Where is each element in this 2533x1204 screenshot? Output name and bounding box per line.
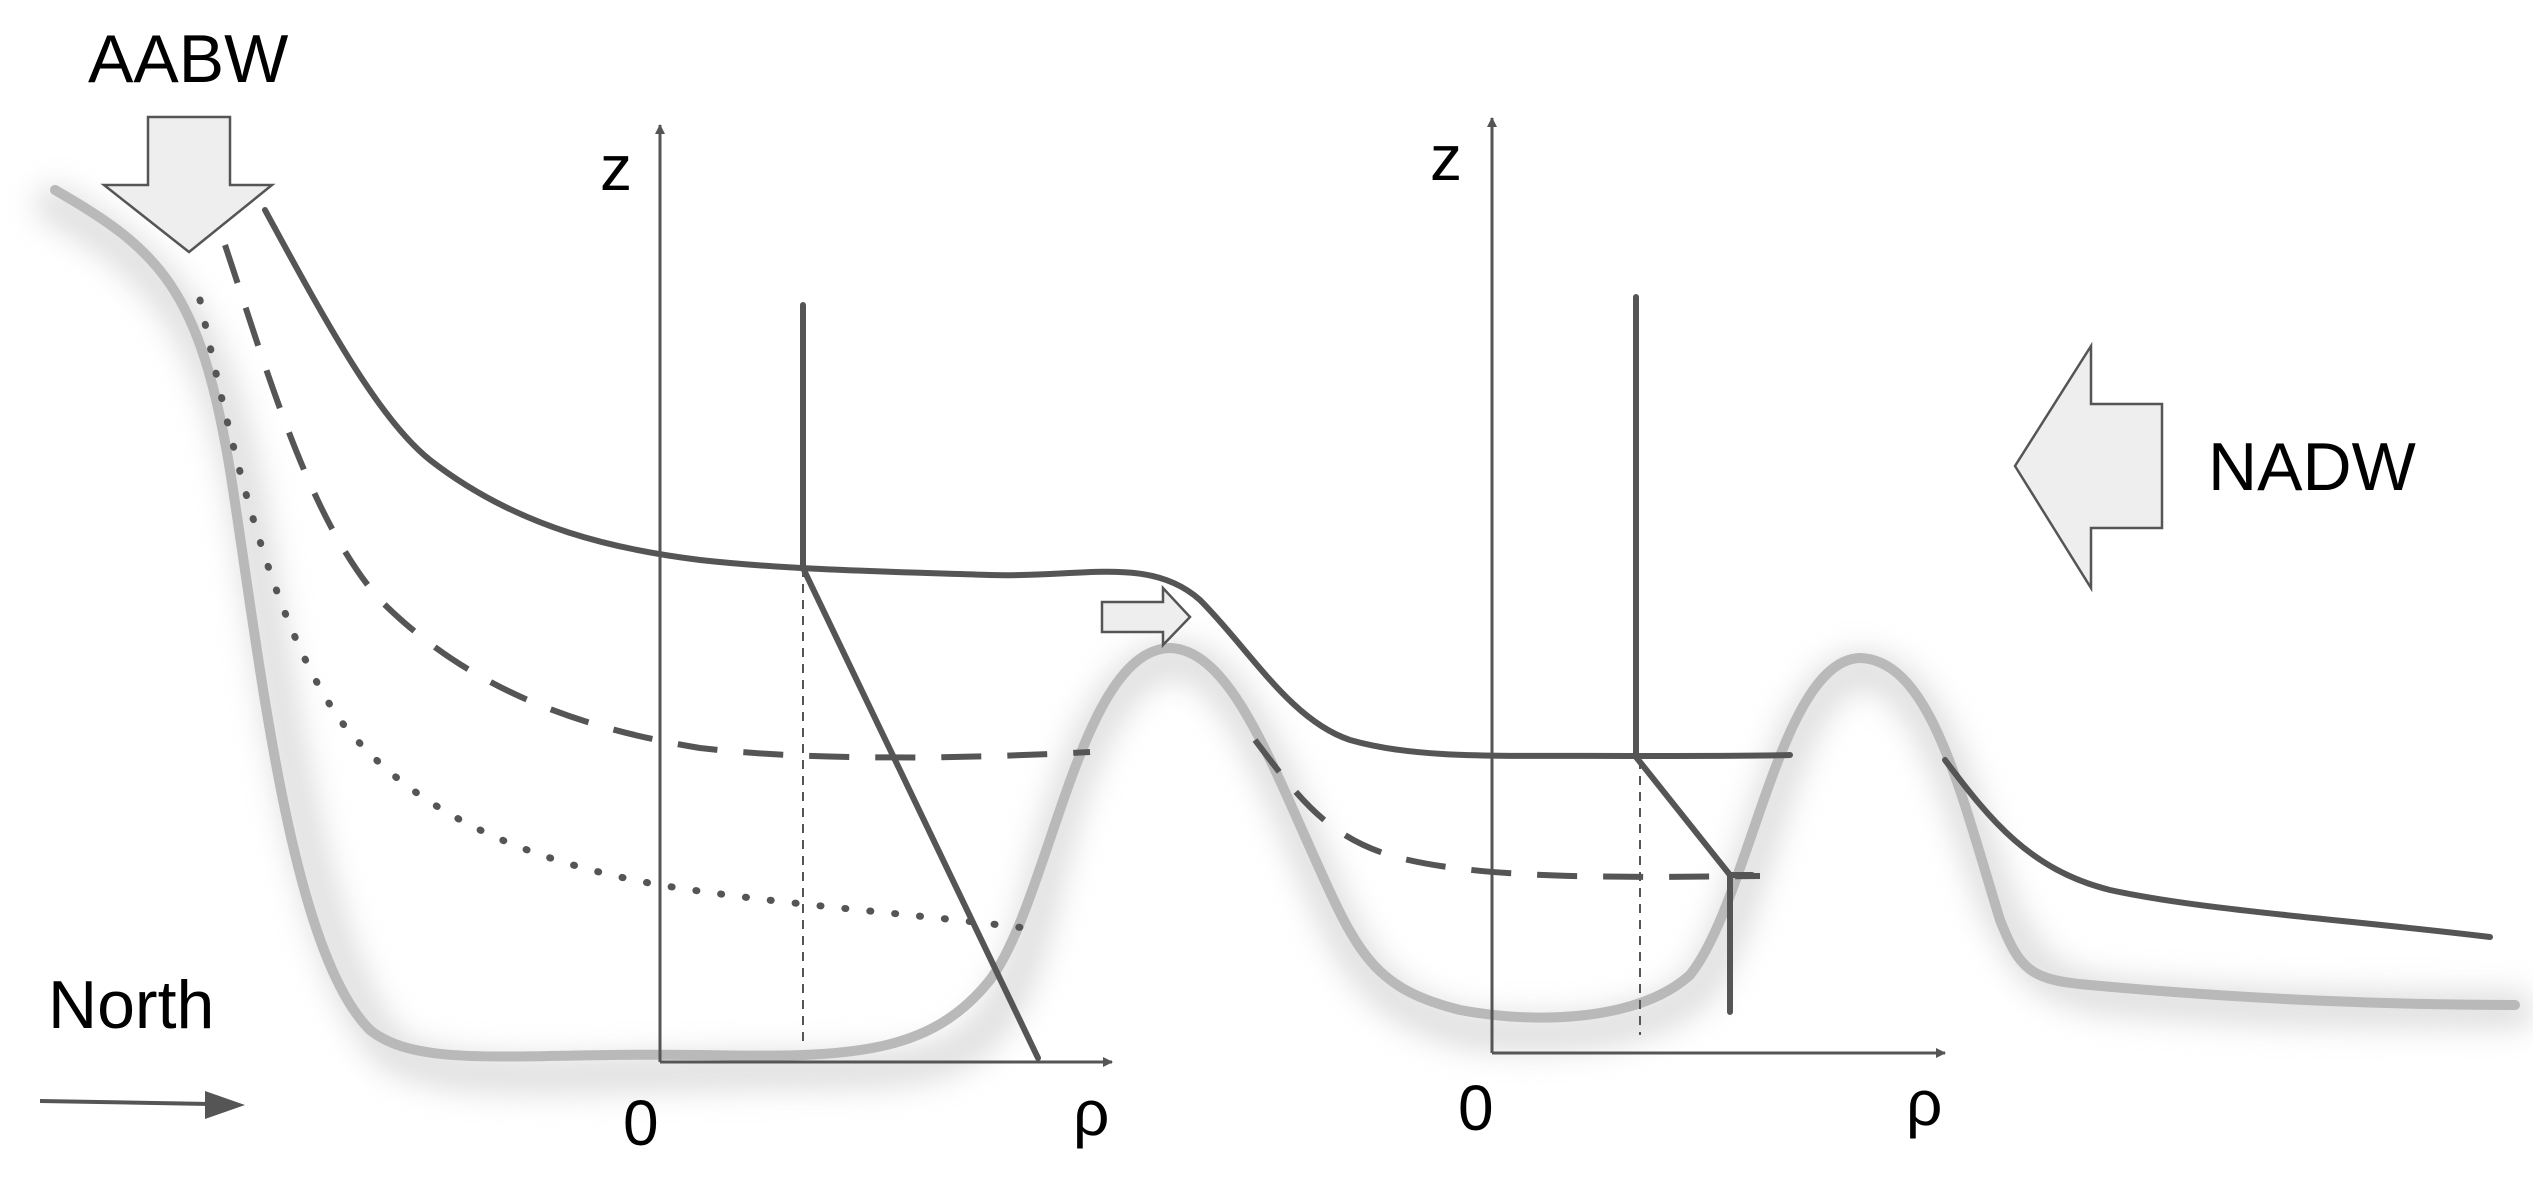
panel2-rho-label: ρ — [1906, 1067, 1942, 1139]
aabw-label: AABW — [88, 21, 288, 97]
panel1-density-profile — [800, 302, 1041, 1061]
panel2-origin-label: 0 — [1458, 1072, 1494, 1144]
overflow-arrow-icon — [1100, 584, 1192, 649]
panel2-z-label: z — [1430, 122, 1462, 194]
north-arrow-icon — [205, 1091, 245, 1119]
seafloor-shadow — [35, 185, 2533, 1095]
isopycnal-lower-east — [1942, 757, 2493, 940]
panel2-density-profile — [1633, 294, 1733, 1015]
aabw-arrow-icon — [100, 115, 276, 254]
isopycnal-dashed — [222, 244, 1091, 761]
north-arrow-shaft — [39, 1099, 211, 1106]
panel1-rho-label: ρ — [1073, 1077, 1109, 1149]
nadw-arrow-icon — [2013, 341, 2164, 593]
isopycnal-upper — [262, 207, 1793, 759]
seafloor-topography — [50, 185, 2520, 1062]
isopycnal-dotted — [196, 296, 1044, 934]
nadw-label: NADW — [2208, 429, 2416, 505]
panel1-z-label: z — [600, 132, 632, 204]
isopycnal-dashed-east — [1252, 738, 1761, 880]
north-label: North — [48, 967, 214, 1043]
panel1-origin-label: 0 — [623, 1087, 659, 1159]
